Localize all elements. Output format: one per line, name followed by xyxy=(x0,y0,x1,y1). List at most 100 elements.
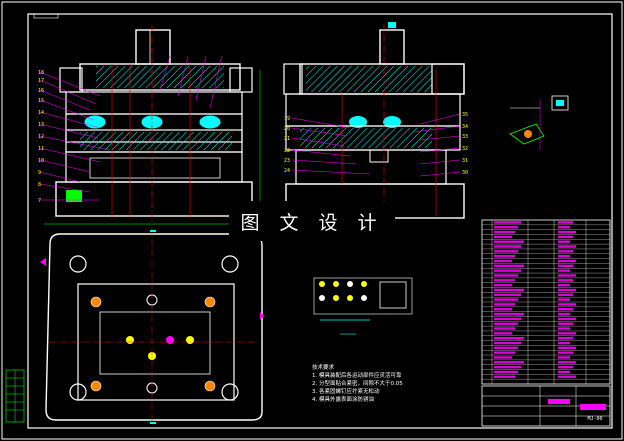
svg-text:8: 8 xyxy=(38,182,41,188)
bom-entry-mark xyxy=(558,341,570,345)
svg-text:31: 31 xyxy=(462,158,468,164)
bom-entry-mark xyxy=(494,240,524,243)
bom-entry-mark xyxy=(494,312,524,316)
bom-entry-mark xyxy=(494,303,515,306)
bom-entry-mark xyxy=(558,264,573,268)
svg-text:17: 17 xyxy=(38,78,44,84)
bom-entry-mark xyxy=(494,264,524,268)
drawing-number: MJ-00 xyxy=(587,416,603,422)
svg-text:12: 12 xyxy=(38,134,44,140)
bom-entry-mark xyxy=(558,322,573,325)
bom-entry-mark xyxy=(558,361,576,364)
bom-entry-mark xyxy=(558,274,576,277)
bom-entry-mark xyxy=(494,279,515,282)
svg-text:13: 13 xyxy=(38,122,44,128)
bom-entry-mark xyxy=(558,336,573,340)
bom-entry-mark xyxy=(494,298,518,301)
bom-entry-mark xyxy=(558,370,570,374)
bom-entry-mark xyxy=(494,351,515,354)
svg-text:33: 33 xyxy=(462,134,468,140)
bom-entry-mark xyxy=(558,283,570,287)
bom-entry-mark xyxy=(494,375,515,378)
bom-entry-mark xyxy=(494,370,518,374)
technical-requirements: 技术要求 1. 模具装配后各运动部件应灵活可靠 2. 分型面贴合紧密，间隙不大于… xyxy=(312,364,482,404)
bom-entry-mark xyxy=(494,259,512,263)
bom-entry-mark xyxy=(558,221,573,224)
svg-text:20: 20 xyxy=(284,126,290,132)
bom-entry-mark xyxy=(558,308,573,311)
bom-entry-mark xyxy=(558,250,573,253)
requirement-item: 2. 分型面贴合紧密，间隙不大于0.05 xyxy=(312,381,403,387)
svg-text:11: 11 xyxy=(38,146,44,152)
bom-entry-mark xyxy=(494,293,521,296)
bom-entry-mark xyxy=(494,341,521,345)
requirement-item: 4. 模具外露表面涂防锈油 xyxy=(312,397,374,403)
bom-entry-mark xyxy=(558,245,576,248)
bom-entry-mark xyxy=(558,327,570,330)
bom-entry-mark xyxy=(494,365,521,369)
svg-text:9: 9 xyxy=(38,170,41,176)
svg-text:24: 24 xyxy=(284,168,290,174)
bom-entry-mark xyxy=(558,298,570,301)
svg-text:32: 32 xyxy=(462,146,468,152)
bom-entry-mark xyxy=(494,221,521,224)
bom-entry-mark xyxy=(558,375,576,378)
bom-entry-mark xyxy=(558,303,576,306)
bom-entry-mark xyxy=(494,327,515,330)
bom-entry-mark xyxy=(494,361,524,364)
bom-entry-mark xyxy=(558,365,573,369)
plan-view xyxy=(40,228,264,426)
detail-view-sprue xyxy=(509,95,569,150)
bom-entry-mark xyxy=(494,226,518,229)
corner-tag xyxy=(33,13,59,19)
svg-text:35: 35 xyxy=(462,112,468,118)
bom-entry-mark xyxy=(558,230,576,234)
bom-entry-mark xyxy=(494,283,512,287)
svg-text:21: 21 xyxy=(284,136,290,142)
bill-of-materials xyxy=(481,219,611,385)
bom-entry-mark xyxy=(558,240,570,243)
bom-entry-mark xyxy=(494,322,518,325)
bom-entry-mark xyxy=(494,235,512,239)
revision-table xyxy=(5,369,25,423)
bom-entry-mark xyxy=(558,288,576,292)
svg-text:7: 7 xyxy=(38,198,41,204)
svg-text:14: 14 xyxy=(38,110,44,116)
bom-entry-mark xyxy=(558,254,570,258)
bom-entry-mark xyxy=(558,346,576,350)
bom-entry-mark xyxy=(494,269,521,272)
bom-entry-mark xyxy=(494,250,518,253)
bom-entry-mark xyxy=(558,259,576,263)
svg-text:23: 23 xyxy=(284,158,290,164)
svg-text:19: 19 xyxy=(284,116,290,122)
svg-text:10: 10 xyxy=(38,158,44,164)
bom-entry-mark xyxy=(558,279,573,282)
svg-text:30: 30 xyxy=(462,170,468,176)
bom-entry-mark xyxy=(558,293,573,296)
svg-text:34: 34 xyxy=(462,124,468,130)
bom-entry-mark xyxy=(558,317,576,321)
bom-entry-mark xyxy=(494,356,512,359)
bom-entry-mark xyxy=(494,230,515,234)
detail-view-parts xyxy=(313,277,413,335)
requirement-item: 3. 各紧固螺钉应拧紧无松动 xyxy=(312,389,380,395)
bom-entry-mark xyxy=(558,351,573,354)
svg-text:15: 15 xyxy=(38,98,44,104)
watermark-label: 图 文 设 计 xyxy=(229,201,395,241)
bom-entry-mark xyxy=(494,245,521,248)
bom-entry-mark xyxy=(558,312,570,316)
svg-text:16: 16 xyxy=(38,88,44,94)
drawing-frame xyxy=(27,13,613,429)
requirements-title: 技术要求 xyxy=(312,365,335,371)
bom-entry-mark xyxy=(494,332,512,335)
requirement-item: 1. 模具装配后各运动部件应灵活可靠 xyxy=(312,373,402,379)
bom-entry-mark xyxy=(494,346,518,350)
bom-entry-mark xyxy=(494,288,524,292)
bom-entry-mark xyxy=(558,269,570,272)
bom-entry-mark xyxy=(558,226,570,229)
